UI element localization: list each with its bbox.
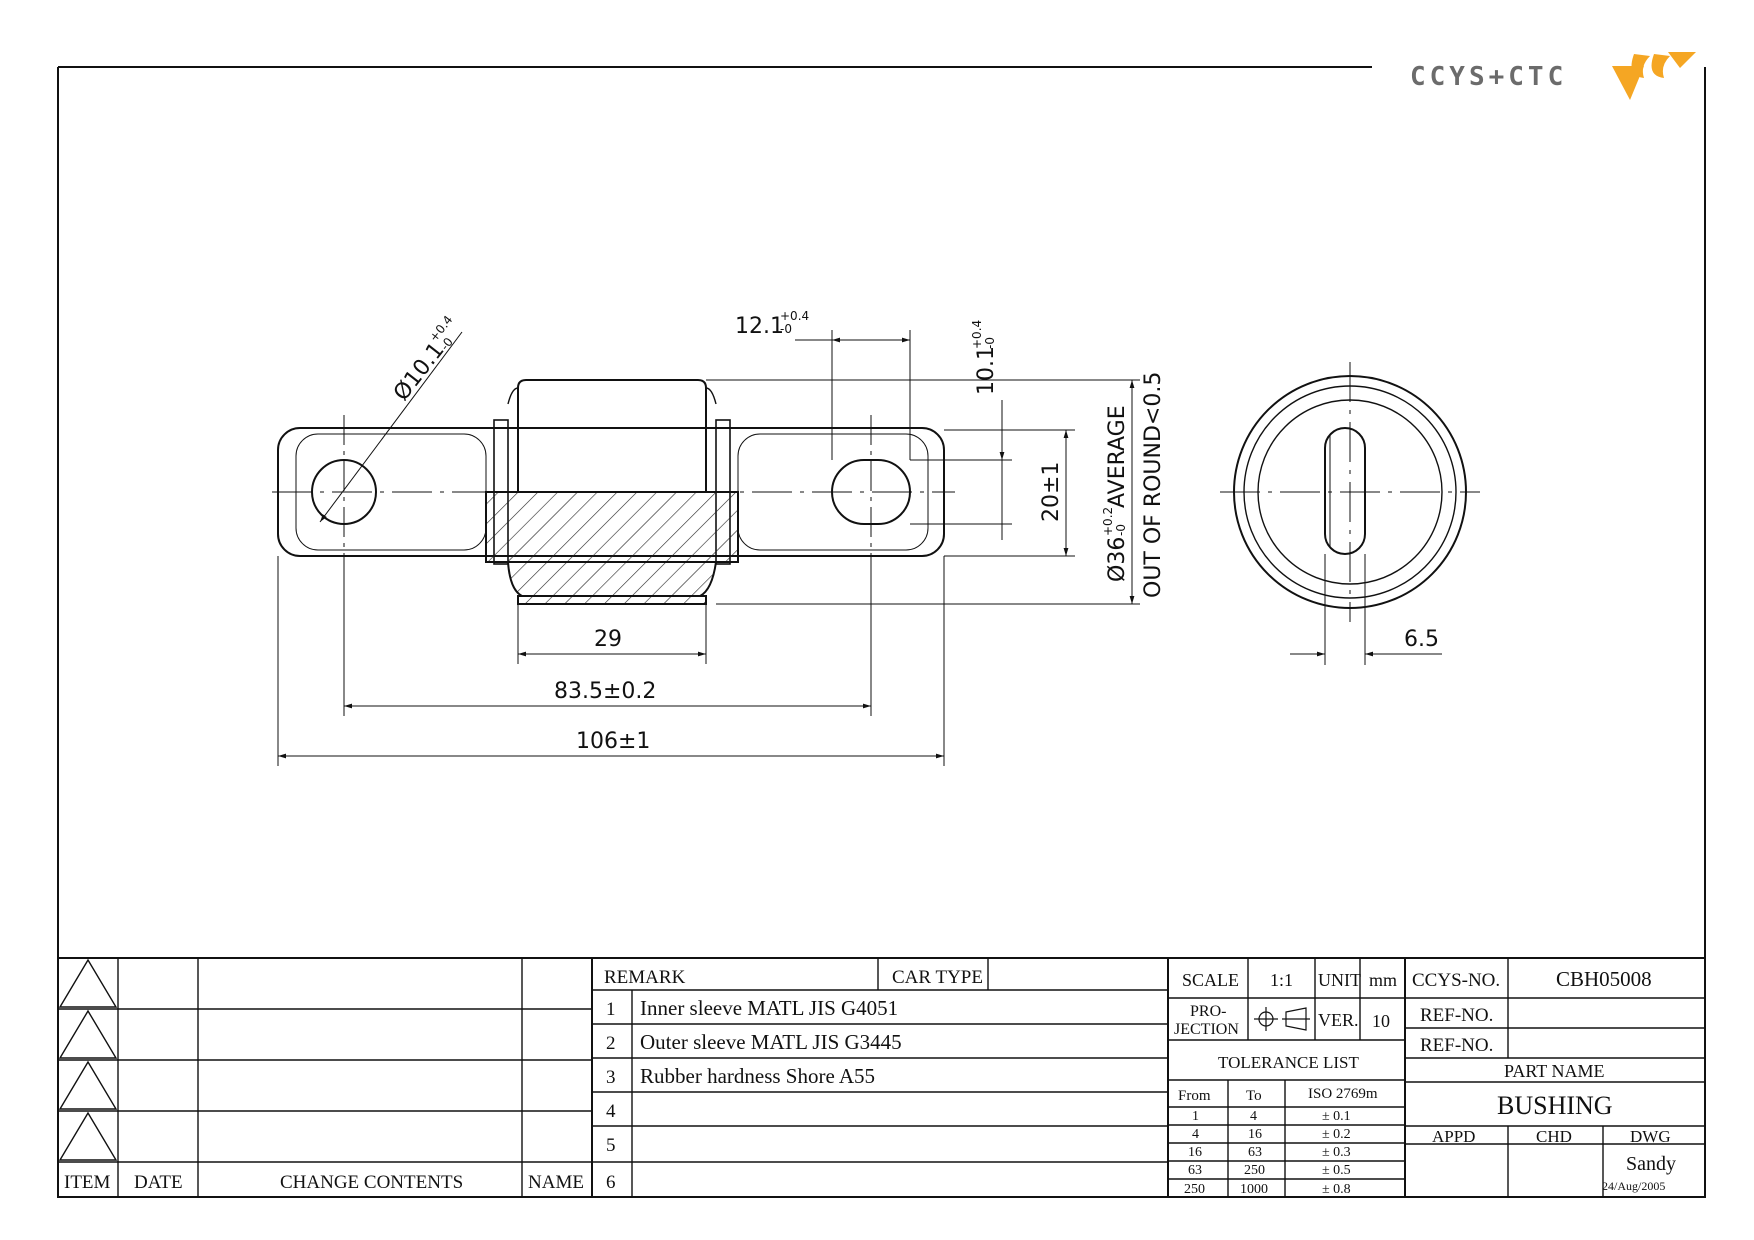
end-view-width-label: 6.5 [1404,627,1439,652]
ccys-logo: CCYS+CTC [1410,48,1700,108]
slot-height-tol-lower: -0 [983,337,997,349]
remark-no-3: 3 [606,1067,616,1088]
slot-width-label: 12.1 [735,314,784,339]
tol-to-1: 4 [1250,1109,1257,1124]
ccys-logo-mark [1612,52,1696,100]
slot-width-tol-lower: -0 [780,322,792,336]
outer-dia-note-2: OUT OF ROUND<0.5 [1141,372,1166,598]
outer-dia-label: Ø36 [1105,537,1130,582]
scale-value: 1:1 [1270,970,1293,990]
tolerance-header-to: To [1246,1088,1262,1104]
outer-dia-tol-lower: -0 [1114,524,1128,536]
tol-from-3: 16 [1188,1145,1202,1160]
slot-height-tol-upper: +0.4 [970,320,984,349]
tolerance-header-from: From [1178,1088,1211,1104]
tol-from-4: 63 [1188,1163,1202,1178]
overall-length-label: 106±1 [576,729,650,754]
remark-no-6: 6 [606,1172,616,1193]
third-angle-projection-icon [1254,1007,1310,1031]
remark-no-2: 2 [606,1033,616,1054]
tol-val-3: ± 0.3 [1322,1145,1351,1160]
rev-header-name: NAME [528,1172,584,1193]
part-name-value: BUSHING [1497,1091,1613,1120]
chd-label: CHD [1536,1127,1572,1146]
unit-label: UNIT [1318,970,1361,990]
tol-val-1: ± 0.1 [1322,1109,1351,1124]
tol-to-5: 1000 [1240,1182,1268,1197]
hole-dia-label: Ø10.1 [389,338,450,406]
slot-height-label: 10.1 [974,346,999,395]
remark-text-2: Outer sleeve MATL JIS G3445 [640,1030,902,1054]
sleeve-length-label: 29 [594,627,622,652]
scale-label: SCALE [1182,970,1239,990]
tol-val-2: ± 0.2 [1322,1127,1351,1142]
tol-from-2: 4 [1192,1127,1199,1142]
dwg-label: DWG [1630,1127,1671,1146]
slot-width-tol-upper: +0.4 [780,309,809,323]
dimension-lines [277,330,1140,766]
ver-value: 10 [1372,1011,1390,1031]
tol-from-1: 1 [1192,1109,1199,1124]
section-hatch-inner [485,491,739,563]
inner-height-label: 20±1 [1039,462,1064,522]
rev-header-change: CHANGE CONTENTS [280,1172,463,1193]
dwg-name: Sandy [1626,1153,1676,1175]
ref-no-label-2: REF-NO. [1420,1035,1493,1056]
remark-no-1: 1 [606,999,616,1020]
tolerance-title: TOLERANCE LIST [1218,1053,1359,1072]
rev-header-item: ITEM [64,1172,111,1193]
part-name-label: PART NAME [1504,1061,1604,1081]
appd-label: APPD [1432,1127,1475,1146]
rev-header-date: DATE [134,1172,183,1193]
tol-to-3: 63 [1248,1145,1262,1160]
remark-text-3: Rubber hardness Shore A55 [640,1064,875,1088]
bushing-end-view [1220,362,1480,665]
dwg-date: 24/Aug/2005 [1602,1179,1665,1193]
hole-spacing-label: 83.5±0.2 [554,679,656,704]
remark-no-5: 5 [606,1135,616,1156]
logo-text: CCYS+CTC [1410,62,1568,92]
tol-val-4: ± 0.5 [1322,1163,1351,1178]
title-block [57,957,1706,1198]
unit-value: mm [1369,970,1397,990]
ccys-no-label: CCYS-NO. [1412,970,1500,991]
tol-to-4: 250 [1244,1163,1265,1178]
projection-label-1: PRO- [1190,1003,1226,1020]
outer-dia-note-1: AVERAGE [1105,405,1130,508]
tolerance-header-iso: ISO 2769m [1308,1086,1378,1102]
car-type-label: CAR TYPE [892,967,983,988]
remark-no-4: 4 [606,1101,616,1122]
remark-text-1: Inner sleeve MATL JIS G4051 [640,996,898,1020]
tol-val-5: ± 0.8 [1322,1182,1351,1197]
ccys-no-value: CBH05008 [1556,967,1652,991]
tol-from-5: 250 [1184,1182,1205,1197]
outer-sleeve [517,379,707,493]
ref-no-label-1: REF-NO. [1420,1005,1493,1026]
ver-label: VER. [1318,1010,1359,1030]
tol-to-2: 16 [1248,1127,1262,1142]
remark-header: REMARK [604,967,686,988]
projection-label-2: JECTION [1174,1021,1239,1038]
bushing-side-view [272,379,955,605]
outer-dia-tol-upper: +0.2 [1101,507,1115,536]
